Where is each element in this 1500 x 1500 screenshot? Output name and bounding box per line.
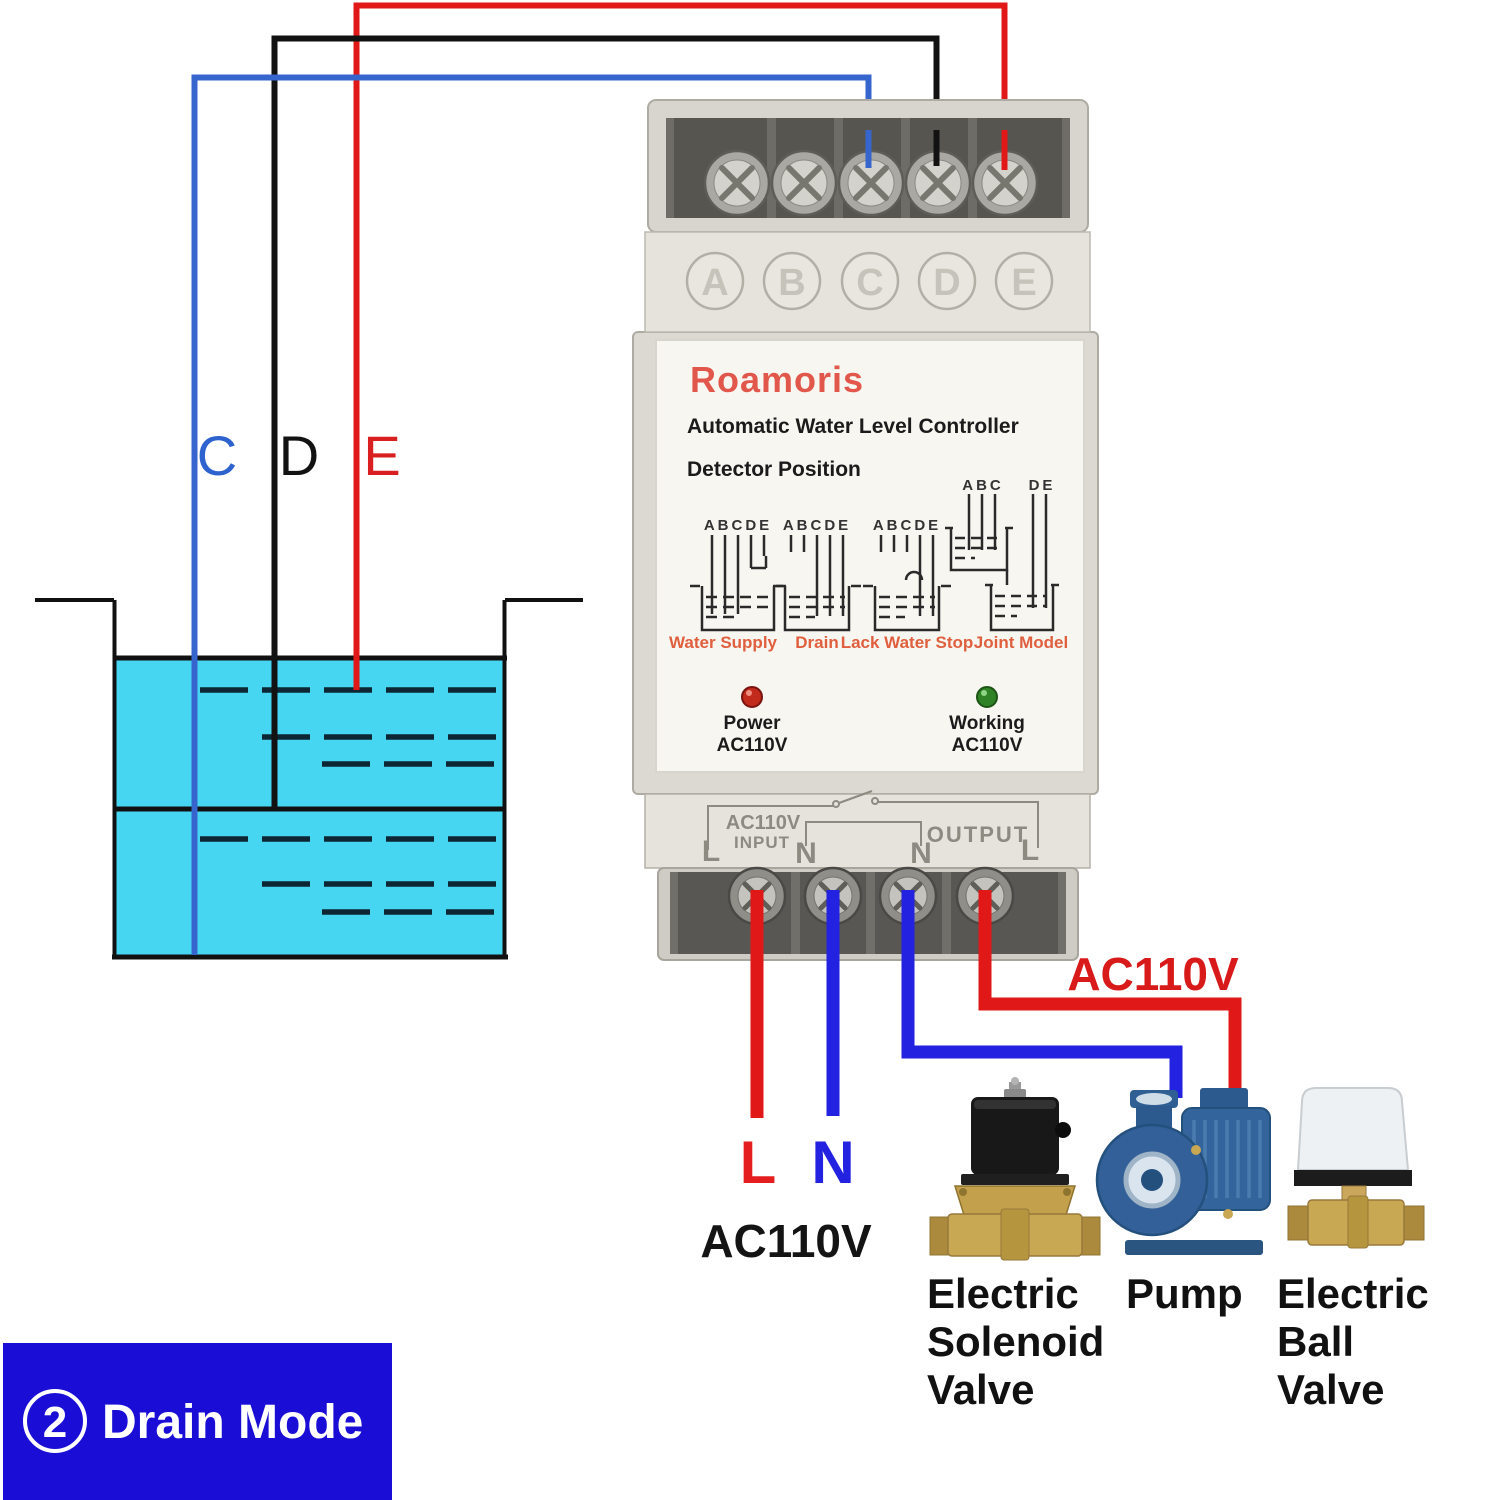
mode-label-joint-model: Joint Model xyxy=(974,633,1068,652)
solenoid-label-line3: Valve xyxy=(927,1366,1034,1413)
terminal-screw-a xyxy=(705,151,769,215)
water-tank xyxy=(35,598,583,960)
mode-banner: 2 Drain Mode xyxy=(3,1343,392,1500)
io-n-in-label: N xyxy=(795,837,817,870)
pump-label: Pump xyxy=(1126,1270,1243,1317)
mode-banner-box xyxy=(3,1343,392,1500)
mode-header-1: ABCDE xyxy=(704,517,772,534)
sensor-wire-labels: C D E xyxy=(197,424,401,487)
ball-valve-label-line3: Valve xyxy=(1277,1366,1384,1413)
input-voltage-label: AC110V xyxy=(700,1215,872,1267)
mode-title: Drain Mode xyxy=(102,1396,363,1449)
wire-label-d: D xyxy=(279,424,319,487)
io-l-in-label: L xyxy=(702,835,720,868)
terminal-letter-a: A xyxy=(701,262,728,304)
terminal-screw-b xyxy=(772,151,836,215)
mode-label-water-supply: Water Supply xyxy=(669,633,778,652)
ball-valve-label-line2: Ball xyxy=(1277,1318,1354,1365)
input-n-label: N xyxy=(811,1129,854,1196)
sensor-wire-e-red xyxy=(353,2,1008,690)
power-led xyxy=(741,686,763,708)
output-voltage-label: AC110V xyxy=(1067,948,1239,1000)
product-title: Automatic Water Level Controller xyxy=(687,415,1019,438)
io-l-out-label: L xyxy=(1021,834,1039,867)
joint-model-diagram xyxy=(945,494,1059,632)
terminal-letter-e: E xyxy=(1011,262,1036,304)
solenoid-valve-icon xyxy=(929,1077,1101,1261)
power-led-voltage: AC110V xyxy=(717,735,788,756)
terminal-letter-b: B xyxy=(778,262,805,304)
terminal-letter-d: D xyxy=(933,262,960,304)
wire-label-e: E xyxy=(363,424,400,487)
joint-header-de: DE xyxy=(1029,477,1056,494)
drain-diagram xyxy=(773,535,861,632)
working-led-label: Working xyxy=(949,713,1025,734)
mode-number-circle xyxy=(23,1389,87,1453)
working-led-voltage: AC110V xyxy=(952,735,1023,756)
output-wire-n-blue xyxy=(901,890,1183,1098)
terminal-letters: A B C D E xyxy=(701,262,1036,304)
mode-diagrams-lineart xyxy=(690,494,1059,632)
pump-icon xyxy=(1095,1088,1271,1255)
terminal-letter-c: C xyxy=(856,262,883,304)
device-label-panel xyxy=(655,339,1085,773)
mode-labels: Water Supply Drain Lack Water Stop Joint… xyxy=(669,633,1068,652)
relay-engraving xyxy=(707,790,1039,850)
mode-header-2: ABCDE xyxy=(783,517,851,534)
lack-water-stop-diagram xyxy=(863,535,951,632)
load-labels: Electric Solenoid Valve Pump Electric Ba… xyxy=(927,1270,1429,1413)
io-engraved-labels: AC110V INPUT L N N OUTPUT L xyxy=(702,812,1039,870)
output-wire-l-red xyxy=(978,890,1242,1103)
ball-valve-icon xyxy=(1287,1087,1425,1249)
power-led-label: Power xyxy=(723,713,781,734)
joint-header-abc: ABC xyxy=(962,477,1004,494)
mode-number: 2 xyxy=(43,1398,67,1447)
wire-label-c: C xyxy=(197,424,237,487)
mode-headers: ABCDE ABCDE ABCDE ABC DE xyxy=(704,477,1056,534)
controller-device: A B C D E Roamoris Automatic Water Level… xyxy=(632,99,1099,961)
solenoid-label-line2: Solenoid xyxy=(927,1318,1104,1365)
ball-valve-label-line1: Electric xyxy=(1277,1270,1429,1317)
io-voltage-label: AC110V xyxy=(726,812,801,834)
io-input-label: INPUT xyxy=(734,833,790,852)
top-terminal-dividers xyxy=(666,118,1070,218)
detector-position-title: Detector Position xyxy=(687,458,861,481)
mode-header-3: ABCDE xyxy=(873,517,941,534)
bottom-terminal-dividers xyxy=(670,872,1066,954)
io-output-label: OUTPUT xyxy=(927,822,1029,847)
led-labels: Power AC110V Working AC110V xyxy=(717,713,1025,756)
terminal-letter-circles xyxy=(685,251,1054,311)
mode-label-drain: Drain xyxy=(795,633,838,652)
brand-name: Roamoris xyxy=(690,359,864,400)
water-level-dashes xyxy=(200,687,497,915)
solenoid-label-line1: Electric xyxy=(927,1270,1079,1317)
io-n-out-label: N xyxy=(910,837,932,870)
mode-label-lack-water-stop: Lack Water Stop xyxy=(841,633,974,652)
input-l-label: L xyxy=(740,1129,777,1196)
working-led xyxy=(976,686,998,708)
